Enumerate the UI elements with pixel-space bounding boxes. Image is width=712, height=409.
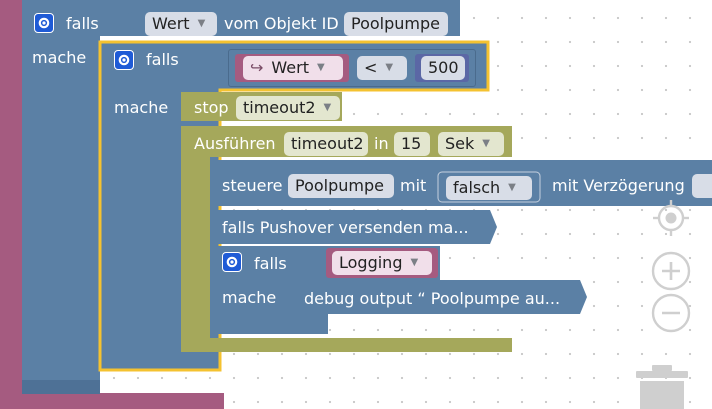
- control-object-field[interactable]: Poolpumpe: [288, 174, 394, 198]
- inner-if-gear-icon[interactable]: [114, 50, 134, 70]
- run-in-keyword: in: [374, 134, 389, 153]
- control-delay-input[interactable]: [692, 174, 712, 198]
- variable-arrow-icon: ↪: [250, 58, 264, 77]
- operator-dropdown[interactable]: < ▼: [357, 56, 407, 80]
- number-value: 500: [428, 58, 459, 77]
- variable-label: Wert: [271, 58, 309, 77]
- outer-if-value-dropdown[interactable]: Wert ▼: [145, 12, 217, 36]
- logging-dropdown[interactable]: Logging ▼: [332, 251, 432, 275]
- inner-if-keyword: falls: [146, 50, 179, 69]
- outer-if-object-text: vom Objekt ID: [224, 14, 339, 33]
- zoom-out-icon[interactable]: [650, 292, 692, 334]
- zoom-in-icon[interactable]: [650, 250, 692, 292]
- variable-dropdown[interactable]: ↪ Wert ▼: [243, 56, 343, 80]
- run-timeout-number-label: 15: [401, 134, 422, 153]
- run-timeout-unit-label: Sek: [445, 134, 475, 153]
- control-object-label: Poolpumpe: [295, 176, 384, 195]
- chevron-down-icon: ▼: [323, 102, 332, 113]
- chevron-down-icon: ▼: [197, 18, 206, 29]
- outer-if-value-label: Wert: [152, 14, 190, 33]
- logging-if-keyword: falls: [254, 254, 287, 273]
- run-timeout-unit-dropdown[interactable]: Sek ▼: [438, 132, 504, 156]
- outer-if-do-keyword: mache: [32, 48, 87, 67]
- control-value-dropdown[interactable]: falsch ▼: [446, 176, 532, 200]
- stop-keyword: stop: [194, 98, 229, 117]
- outer-if-gear-icon[interactable]: [34, 13, 54, 33]
- control-with-keyword: mit: [400, 176, 427, 195]
- chevron-down-icon: ▼: [508, 182, 516, 193]
- debug-block-label[interactable]: debug output “ Poolpumpe au...: [304, 289, 561, 308]
- target-icon[interactable]: [651, 198, 691, 238]
- run-timeout-number-field[interactable]: 15: [394, 132, 430, 156]
- chevron-down-icon: ▼: [385, 62, 394, 73]
- outer-if-object-id-label: Poolpumpe: [351, 14, 440, 33]
- trash-icon[interactable]: [634, 363, 690, 409]
- outer-if-keyword: falls: [66, 14, 99, 33]
- stop-timeout-dropdown[interactable]: timeout2 ▼: [236, 96, 340, 120]
- run-keyword: Ausführen: [194, 134, 276, 153]
- run-timeout-name-label: timeout2: [291, 134, 364, 153]
- inner-if-do-keyword: mache: [114, 98, 169, 117]
- operator-label: <: [364, 58, 378, 77]
- logging-if-do-keyword: mache: [222, 288, 277, 307]
- logging-if-gear-icon[interactable]: [222, 252, 242, 272]
- control-keyword: steuere: [222, 176, 283, 195]
- chevron-down-icon: ▼: [482, 138, 490, 149]
- control-value-label: falsch: [453, 178, 501, 197]
- run-timeout-name-field[interactable]: timeout2: [284, 132, 368, 156]
- chevron-down-icon: ▼: [410, 257, 419, 268]
- control-delay-text: mit Verzögerung: [552, 176, 685, 195]
- stop-timeout-label: timeout2: [243, 98, 316, 117]
- number-field[interactable]: 500: [421, 56, 465, 80]
- pushover-block-label[interactable]: falls Pushover versenden ma...: [222, 218, 469, 237]
- logging-label: Logging: [339, 253, 403, 272]
- outer-if-object-id-field[interactable]: Poolpumpe: [344, 12, 448, 36]
- chevron-down-icon: ▼: [316, 62, 325, 73]
- comparison-block[interactable]: ↪ Wert ▼ < ▼ 500: [228, 49, 476, 87]
